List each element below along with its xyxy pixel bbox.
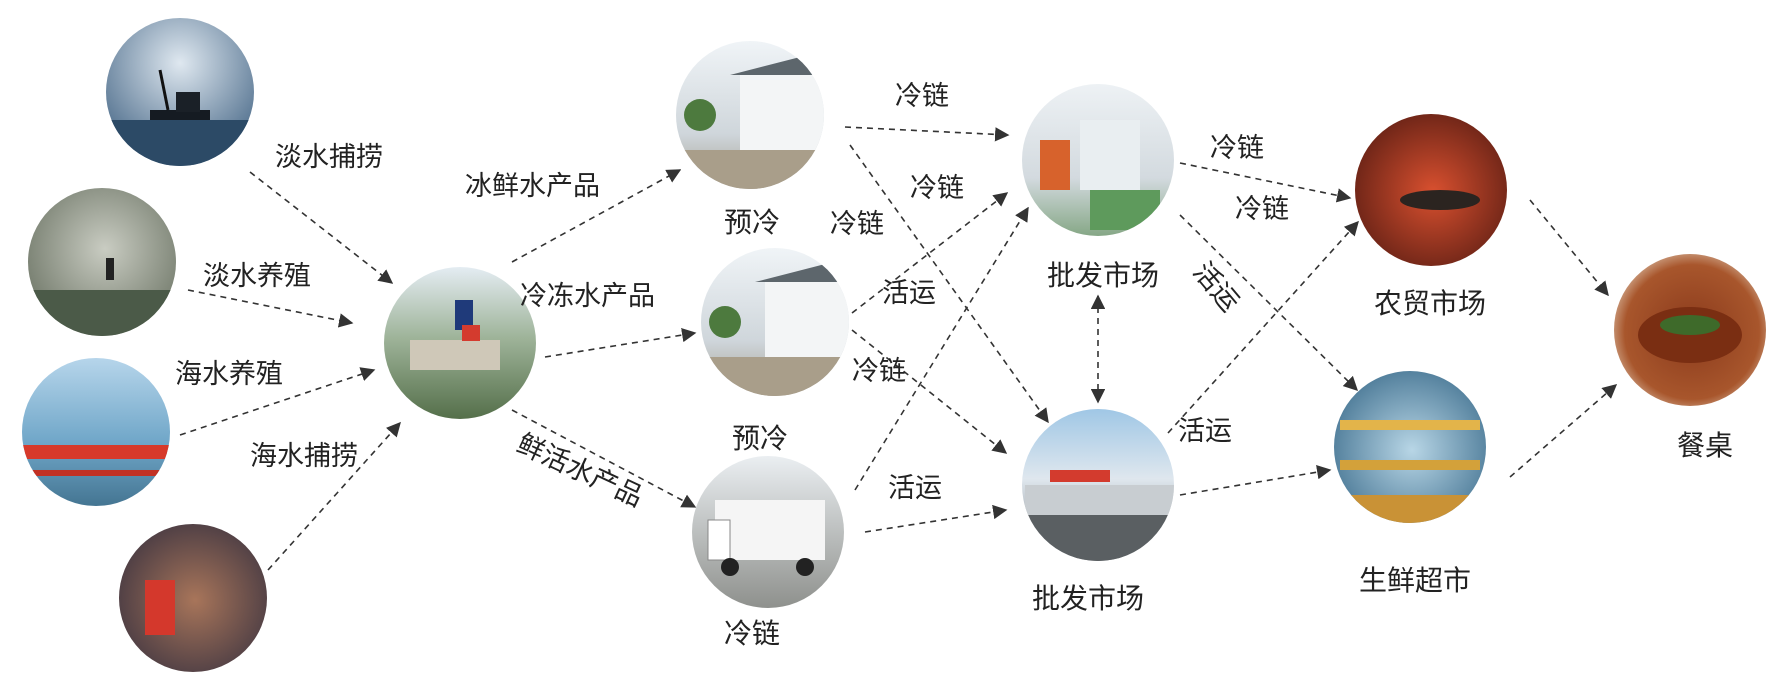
edge-cold-chain-5 — [1179, 162, 1352, 203]
node-wholesale-top — [1022, 84, 1174, 236]
edge-live-2 — [864, 504, 1008, 533]
unloading-photo-icon — [384, 267, 536, 419]
node-label-farmers-market: 农贸市场 — [1374, 287, 1486, 320]
node-label-wholesale-bottom: 批发市场 — [1032, 582, 1144, 615]
node-label-precool-top: 预冷 — [724, 206, 780, 239]
edge-label-chilled-products: 冰鲜水产品 — [465, 171, 600, 202]
seafood-tank-photo-icon — [1334, 371, 1486, 523]
node-label-supermarket: 生鲜超市 — [1359, 564, 1471, 597]
edge-label-seawater-farming: 海水养殖 — [175, 359, 283, 390]
refrigerated-truck-photo-icon — [692, 456, 844, 608]
node-farmers-market — [1355, 114, 1507, 266]
fishing-net-photo-icon — [119, 524, 267, 672]
cold-storage-photo-icon — [701, 248, 849, 396]
edge-seawater-farming — [179, 367, 376, 436]
node-labels: 预冷 预冷 冷链 批发市场 批发市场 农贸市场 生鲜超市 餐桌 — [724, 206, 1733, 650]
edge-cold-chain-1 — [844, 126, 1010, 142]
market-building-photo-icon — [1022, 409, 1174, 561]
node-freshwater-farming — [28, 188, 176, 336]
node-table — [1614, 254, 1766, 406]
edge-live-4 — [1179, 465, 1332, 496]
node-seawater-fishing — [119, 524, 267, 672]
edge-live — [511, 409, 697, 508]
cold-storage-photo-icon — [676, 41, 824, 189]
wholesale-hall-photo-icon — [1022, 84, 1174, 236]
edge-label-live-transport-1: 活运 — [882, 278, 936, 309]
seafood-stall-photo-icon — [1355, 114, 1507, 266]
edge-label-cold-chain-6: 冷链 — [1235, 194, 1289, 225]
cooked-dish-photo-icon — [1614, 254, 1766, 406]
edge-label-live-transport-2: 活运 — [888, 473, 942, 504]
edge-freshwater-fishing — [249, 171, 394, 284]
edge-live-3 — [1179, 214, 1359, 392]
edge-cold-chain-3 — [849, 144, 1049, 424]
edge-label-cold-chain-5: 冷链 — [1210, 133, 1264, 164]
node-label-wholesale-top: 批发市场 — [1047, 259, 1159, 292]
edge-label-live-products: 鲜活水产品 — [512, 428, 647, 513]
pond-farming-photo-icon — [28, 188, 176, 336]
node-supermarket — [1334, 371, 1486, 523]
node-precool-mid — [701, 248, 849, 396]
node-precool-top — [676, 41, 824, 189]
edge-to-table-2 — [1509, 384, 1618, 478]
node-collection — [384, 267, 536, 419]
sea-cage-photo-icon — [22, 358, 170, 506]
edge-label-frozen-products: 冷冻水产品 — [520, 281, 655, 312]
edge-label-freshwater-fishing: 淡水捕捞 — [275, 142, 383, 173]
edge-label-seawater-fishing: 海水捕捞 — [250, 441, 358, 472]
edge-label-live-transport-3: 活运 — [1187, 257, 1245, 318]
edge-label-cold-chain-3: 冷链 — [830, 209, 884, 240]
edge-label-cold-chain-2: 冷链 — [910, 173, 964, 204]
edge-frozen — [544, 327, 697, 358]
edge-live-1 — [854, 206, 1029, 491]
node-label-precool-mid: 预冷 — [732, 422, 788, 455]
node-label-truck: 冷链 — [724, 617, 780, 650]
fishing-boat-photo-icon — [106, 18, 254, 166]
edge-label-cold-chain-4: 冷链 — [852, 356, 906, 387]
edge-chilled — [511, 169, 682, 263]
edge-to-table-1 — [1529, 199, 1609, 297]
edge-label-cold-chain-1: 冷链 — [895, 81, 949, 112]
node-truck — [692, 456, 844, 608]
edges — [179, 126, 1618, 571]
edge-cold-chain-6 — [1167, 220, 1359, 434]
edge-labels: 淡水捕捞 淡水养殖 海水养殖 海水捕捞 冰鲜水产品 冷冻水产品 鲜活水产品 冷链… — [175, 81, 1289, 513]
edge-label-live-transport-4: 活运 — [1178, 416, 1232, 447]
node-seawater-farming — [22, 358, 170, 506]
edge-cold-chain-4 — [851, 329, 1008, 454]
edge-freshwater-farming — [187, 289, 354, 328]
node-wholesale-bottom — [1022, 409, 1174, 561]
node-freshwater-fishing — [106, 18, 254, 166]
node-label-table: 餐桌 — [1677, 429, 1733, 462]
edge-label-freshwater-farming: 淡水养殖 — [203, 261, 311, 292]
